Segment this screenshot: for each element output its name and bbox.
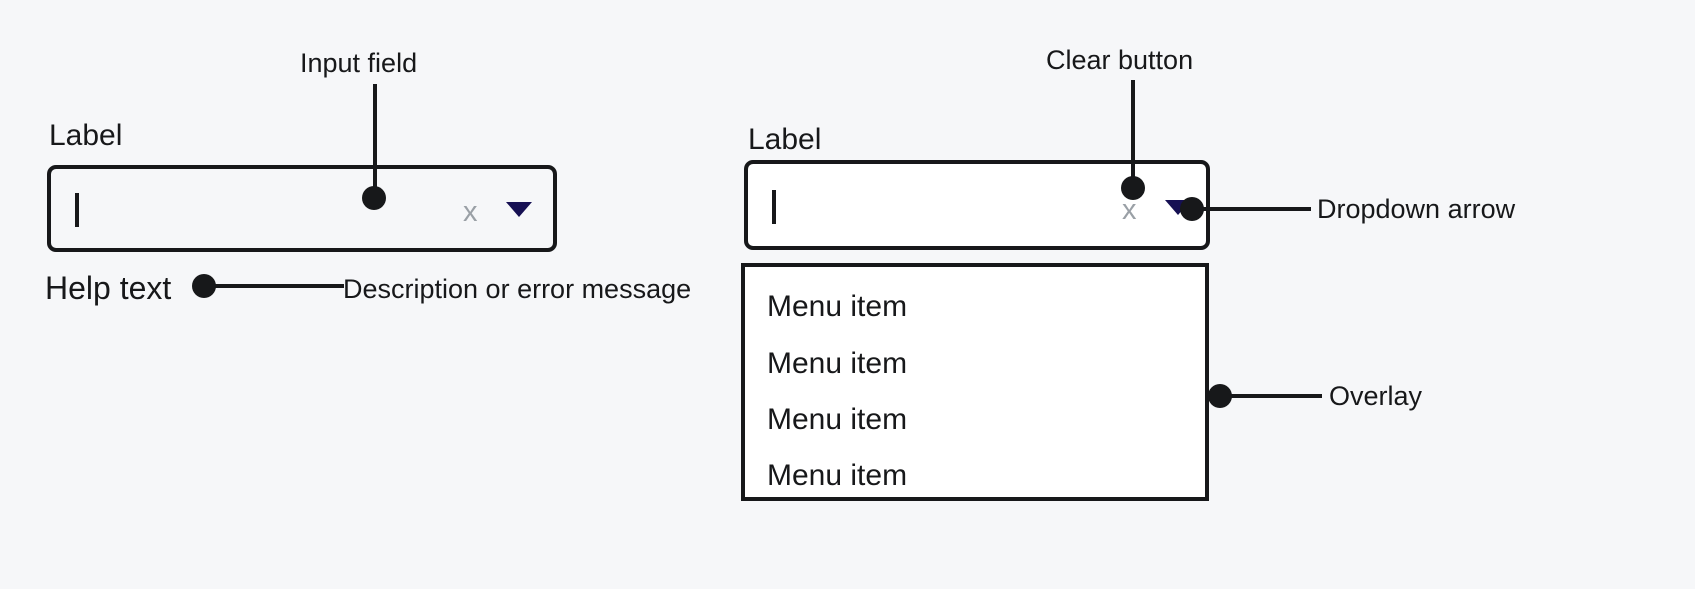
callout-leader-dropdown-arrow (1198, 207, 1311, 211)
dropdown-overlay[interactable]: Menu item Menu item Menu item Menu item (741, 263, 1209, 501)
callout-leader-overlay (1226, 394, 1322, 398)
callout-dot-overlay (1208, 384, 1232, 408)
callout-label-help-text-description: Description or error message (343, 274, 692, 304)
callout-label-dropdown-arrow: Dropdown arrow (1317, 194, 1516, 224)
menu-item[interactable]: Menu item (767, 290, 908, 323)
text-caret (75, 193, 79, 227)
callout-label-overlay: Overlay (1329, 381, 1423, 411)
left-help-text: Help text (45, 270, 172, 306)
callout-label-clear-button: Clear button (1046, 45, 1194, 75)
right-field-label: Label (748, 123, 822, 156)
clear-icon[interactable]: x (463, 196, 478, 228)
callout-dot-dropdown-arrow (1180, 197, 1204, 221)
menu-item[interactable]: Menu item (767, 459, 908, 492)
right-input-field[interactable]: x (744, 160, 1210, 250)
callout-dot-input-field (362, 186, 386, 210)
callout-dot-help-text (192, 274, 216, 298)
callout-leader-input-field (373, 84, 377, 194)
menu-item[interactable]: Menu item (767, 403, 908, 436)
callout-leader-clear-button (1131, 80, 1135, 185)
callout-dot-clear-button (1121, 176, 1145, 200)
chevron-down-icon[interactable] (506, 202, 532, 217)
menu-item[interactable]: Menu item (767, 347, 908, 380)
left-input-field[interactable]: x (47, 165, 557, 252)
left-field-label: Label (49, 119, 123, 152)
text-caret (772, 190, 776, 224)
callout-label-input-field: Input field (300, 48, 418, 78)
callout-leader-help-text (210, 284, 344, 288)
clear-icon[interactable]: x (1122, 194, 1137, 226)
